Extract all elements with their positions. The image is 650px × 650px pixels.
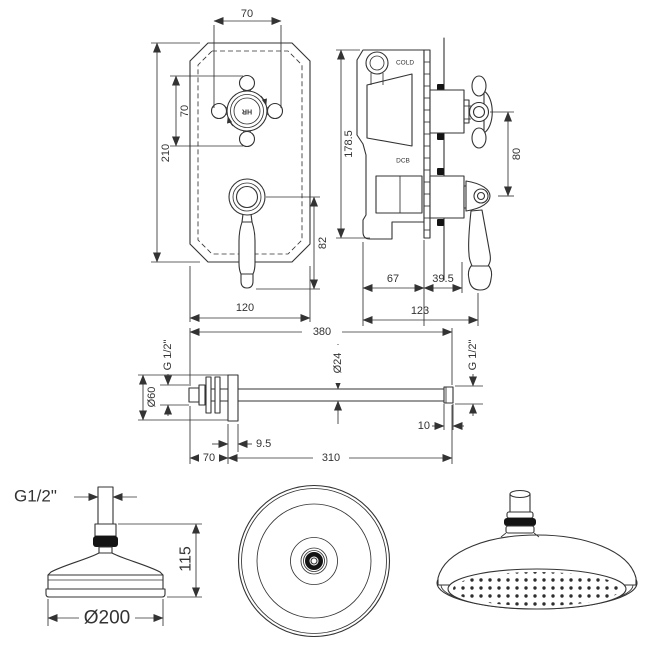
dim-handle-width-label: 70 xyxy=(241,8,253,20)
valve-side-view: COLD DCB xyxy=(336,37,523,326)
thread-left-label: G 1/2" xyxy=(162,340,174,371)
arm-locknut-disc xyxy=(205,376,212,414)
head-thread-label: G1/2" xyxy=(14,487,57,506)
valve-body-profile: COLD DCB xyxy=(356,49,444,240)
dim-head-diameter-label: Ø200 xyxy=(84,608,130,629)
lever-handle-side xyxy=(429,175,493,291)
valve-plate-inner-dashed xyxy=(197,50,303,255)
dim-plate-height-label: 210 xyxy=(160,144,172,162)
dim-plate-width-label: 120 xyxy=(236,302,254,314)
head-nut-dark-band xyxy=(93,536,118,547)
side-view-dimensions: 178.5 80 67 39.5 123 xyxy=(336,49,523,326)
dim-flange-diameter-label: Ø60 xyxy=(146,387,158,408)
dim-wall-section-label: 70 xyxy=(203,452,215,464)
mounting-strip-ticks xyxy=(424,61,430,231)
dim-flange-thickness-label: 9.5 xyxy=(256,438,271,450)
shower-head-perspective-view xyxy=(436,489,638,610)
dim-pipe-diameter-label: Ø24 xyxy=(332,353,344,374)
arm-outlet-fitting xyxy=(443,386,454,404)
perspective-nut-dark-band xyxy=(504,518,536,526)
rotation-arrow-icon xyxy=(227,116,234,127)
dim-handle-projection-label: 39.5 xyxy=(432,273,453,285)
shower-head-side-view: G1/2" 115 Ø200 xyxy=(14,486,202,629)
dim-thread-length-label: 10 xyxy=(418,420,430,432)
dim-handle-centres-label: 80 xyxy=(511,148,523,160)
dim-body-depth-label: 67 xyxy=(387,273,399,285)
arm-thread-tail xyxy=(188,387,200,403)
mounting-lug xyxy=(437,168,444,175)
arm-profile xyxy=(188,374,454,422)
shower-head-top-view xyxy=(237,484,391,638)
head-side-profile xyxy=(45,486,166,598)
dim-total-length-label: 380 xyxy=(313,326,331,338)
handle-hr-label: HR xyxy=(242,108,252,115)
cross-handle-side xyxy=(429,75,493,149)
mounting-lug xyxy=(437,84,444,91)
front-view-dimensions: 70 70 210 82 120 xyxy=(151,8,329,322)
head-stem-perspective xyxy=(500,489,540,538)
valve-plate-outline xyxy=(189,42,311,263)
cold-port-label: COLD xyxy=(396,60,414,67)
spray-face-nozzles xyxy=(453,572,621,606)
shower-arm-view: 380 G 1/2" Ø60 Ø24 G 1/2" 9.5 xyxy=(138,325,483,465)
cross-handle-front: HR xyxy=(210,74,284,148)
lever-handle-front xyxy=(228,178,266,289)
head-inlet-ring xyxy=(305,552,323,570)
dim-total-depth-label: 123 xyxy=(411,305,429,317)
arm-dimensions: 380 G 1/2" Ø60 Ø24 G 1/2" 9.5 xyxy=(138,325,483,465)
mounting-lug xyxy=(437,133,444,140)
dim-lever-length-label: 82 xyxy=(317,237,329,249)
head-side-dimensions: G1/2" 115 Ø200 xyxy=(14,487,202,629)
arm-wall-flange xyxy=(227,374,239,422)
dim-head-height-label: 115 xyxy=(178,546,195,572)
thread-right-label: G 1/2" xyxy=(467,340,479,371)
dim-handle-height-label: 70 xyxy=(179,105,191,117)
arm-locknut-disc xyxy=(214,376,221,414)
dcb-label: DCB xyxy=(396,158,410,165)
valve-front-view: HR 70 70 210 82 xyxy=(151,8,329,322)
mounting-lug xyxy=(437,219,444,226)
dim-body-height-label: 178.5 xyxy=(343,130,355,158)
dim-projection-label: 310 xyxy=(322,452,340,464)
rotation-arrow-icon xyxy=(260,95,267,106)
